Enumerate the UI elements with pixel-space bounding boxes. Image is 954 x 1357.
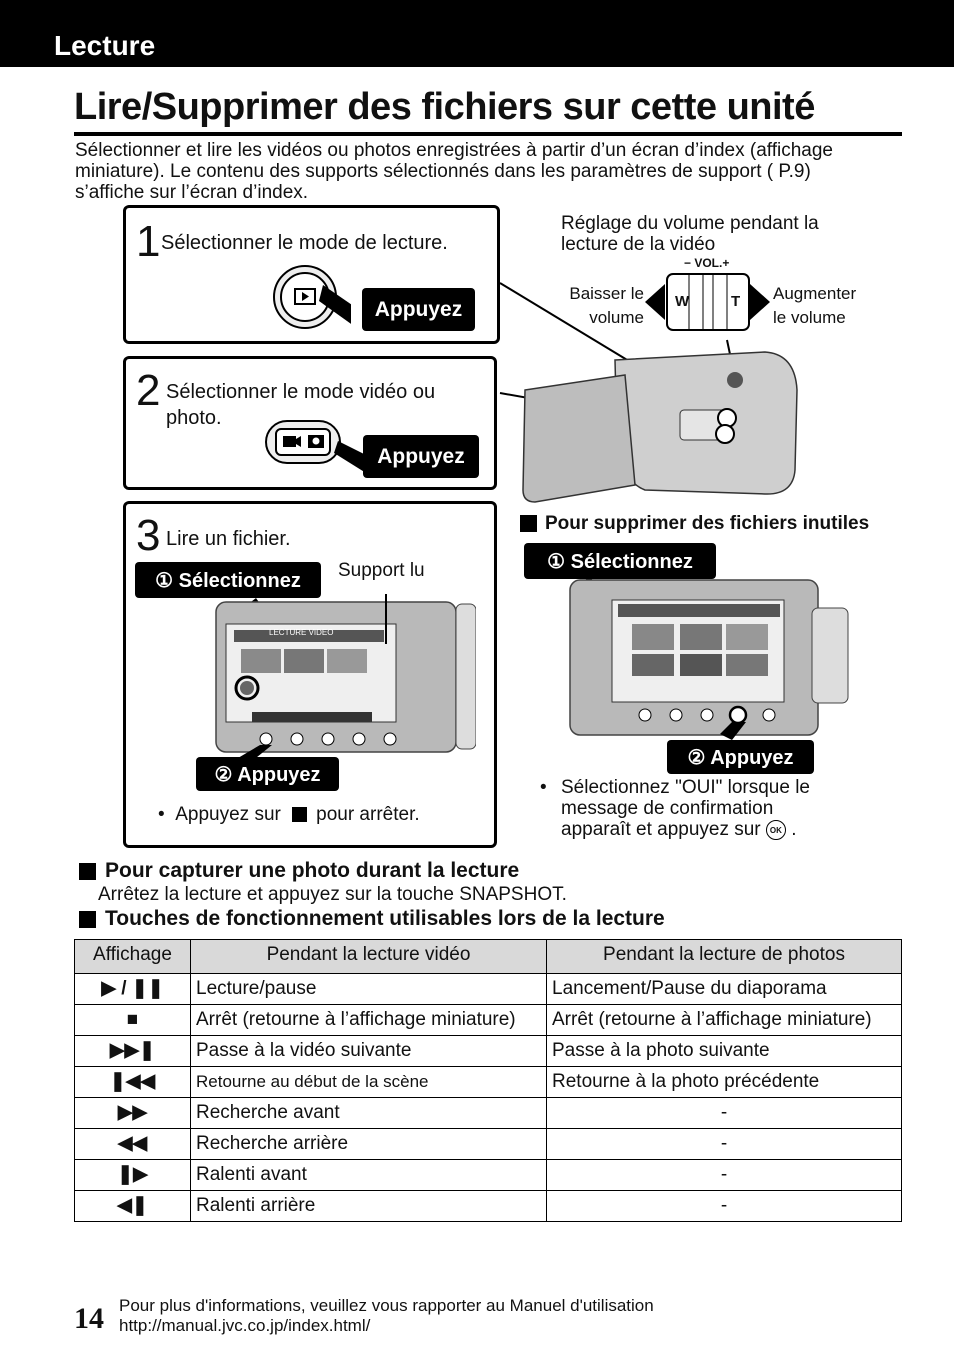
footer-line-1: Pour plus d'informations, veuillez vous … (119, 1296, 654, 1315)
skip-previous-icon: ❚◀◀ (74, 1066, 191, 1098)
volume-caption: Réglage du volume pendant la lecture de … (561, 213, 819, 255)
step-2-press-label: Appuyez (363, 435, 479, 478)
title-divider (74, 132, 902, 136)
stop-note-post: pour arrêter. (316, 804, 420, 825)
stop-icon: ■ (74, 1004, 191, 1036)
table-header-row: Affichage Pendant la lecture vidéo Penda… (74, 939, 902, 974)
screen-title-text: LECTURE VIDEO (269, 628, 334, 637)
playback-button-icon (273, 265, 351, 329)
page-title: Lire/Supprimer des fichiers sur cette un… (74, 86, 815, 128)
slow-reverse-icon: ◀❚ (74, 1190, 191, 1222)
lcd-screen-illustration (215, 594, 476, 766)
delete-note-text: Sélectionnez "OUI" lorsque le message de… (561, 777, 811, 840)
table-row: ▶ / ❚❚ Lecture/pause Lancement/Pause du … (74, 973, 902, 1005)
ops-heading: Touches de fonctionnement utilisables lo… (79, 907, 665, 931)
capture-heading: Pour capturer une photo durant la lectur… (79, 859, 519, 883)
table-cell-video: Ralenti avant (190, 1159, 547, 1191)
table-cell-video: Recherche avant (190, 1097, 547, 1129)
step-1-press-label: Appuyez (362, 288, 475, 331)
table-cell-video: Passe à la vidéo suivante (190, 1035, 547, 1067)
table-row: ■ Arrêt (retourne à l’affichage miniatur… (74, 1004, 902, 1036)
capture-heading-text: Pour capturer une photo durant la lectur… (105, 859, 520, 882)
bullet-square-icon (79, 910, 96, 928)
section-title: Lecture (54, 30, 156, 61)
table-row: ◀❚ Ralenti arrière - (74, 1190, 902, 1222)
delete-note-end: . (791, 819, 797, 840)
footer-url-link[interactable]: http://manual.jvc.co.jp/index.html/ (119, 1316, 371, 1335)
step-3-number: 3 (136, 511, 161, 560)
table-cell-photo: - (546, 1190, 902, 1222)
table-cell-video: Ralenti arrière (190, 1190, 547, 1222)
header-bar (0, 0, 954, 67)
video-photo-toggle-icon (265, 420, 374, 473)
column-header-photo: Pendant la lecture de photos (546, 939, 902, 974)
table-row: ◀◀ Recherche arrière - (74, 1128, 902, 1160)
step-2-text: Sélectionner le mode vidéo ou photo. (166, 381, 436, 429)
footer-text: Pour plus d'informations, veuillez vous … (119, 1296, 654, 1336)
table-cell-photo: Lancement/Pause du diaporama (546, 973, 902, 1005)
table-cell-photo: - (546, 1159, 902, 1191)
step-3-press-label: ② Appuyez (196, 757, 339, 791)
support-label: Support lu (338, 560, 425, 581)
skip-next-icon: ▶▶❚ (74, 1035, 191, 1067)
step-3-select-label: ① Sélectionnez (135, 562, 321, 598)
table-cell-photo: - (546, 1128, 902, 1160)
slow-forward-icon: ❚▶ (74, 1159, 191, 1191)
delete-heading-text: Pour supprimer des fichiers inutiles (545, 513, 870, 534)
ok-button-icon: OK (765, 819, 786, 840)
zoom-w-label: W (675, 293, 690, 310)
step-1-number: 1 (136, 217, 161, 266)
table-cell-video: Arrêt (retourne à l’affichage miniature) (190, 1004, 547, 1036)
delete-note: • Sélectionnez "OUI" lorsque le message … (540, 777, 811, 840)
column-header-video: Pendant la lecture vidéo (190, 939, 547, 974)
ops-heading-text: Touches de fonctionnement utilisables lo… (105, 907, 665, 930)
table-row: ▶▶ Recherche avant - (74, 1097, 902, 1129)
table-cell-video: Recherche arrière (190, 1128, 547, 1160)
column-header-display: Affichage (74, 939, 191, 974)
table-cell-video: Lecture/pause (190, 973, 547, 1005)
zoom-lever-icon (645, 273, 770, 331)
lcd-screen-delete-illustration (569, 576, 849, 740)
page-number: 14 (74, 1302, 104, 1335)
volume-lower-label: Baisser le volume (569, 284, 644, 327)
vol-label: − VOL.+ (684, 256, 730, 270)
camcorder-illustration (499, 282, 798, 503)
fast-forward-icon: ▶▶ (74, 1097, 191, 1129)
operation-keys-table: Affichage Pendant la lecture vidéo Penda… (74, 939, 902, 1222)
zoom-t-label: T (731, 293, 741, 310)
step-3-box: 3 Lire un fichier. ① Sélectionnez Suppor… (123, 501, 497, 848)
stop-square-icon (292, 807, 308, 823)
step-2-number: 2 (136, 366, 161, 415)
rewind-icon: ◀◀ (74, 1128, 191, 1160)
table-row: ▶▶❚ Passe à la vidéo suivante Passe à la… (74, 1035, 902, 1067)
stop-note-pre: Appuyez sur (175, 804, 281, 825)
ok-icon-label: OK (769, 825, 782, 835)
capture-text: Arrêtez la lecture et appuyez sur la tou… (98, 884, 567, 905)
delete-heading: Pour supprimer des fichiers inutiles (520, 513, 869, 535)
step-2-box: 2 Sélectionner le mode vidéo ou photo. A… (123, 356, 497, 490)
table-cell-photo: Retourne à la photo précédente (546, 1066, 902, 1098)
bullet-square-icon (79, 862, 96, 880)
delete-press-label: ② Appuyez (667, 740, 814, 774)
table-row: ❚◀◀ Retourne au début de la scène Retour… (74, 1066, 902, 1098)
table-row: ❚▶ Ralenti avant - (74, 1159, 902, 1191)
step-3-text: Lire un fichier. (166, 528, 291, 550)
step-1-box: 1 Sélectionner le mode de lecture. Appuy… (123, 205, 500, 344)
table-cell-video: Retourne au début de la scène (190, 1066, 547, 1098)
play-pause-icon: ▶ / ❚❚ (74, 973, 191, 1005)
table-cell-photo: Arrêt (retourne à l’affichage miniature) (546, 1004, 902, 1036)
delete-select-label: ① Sélectionnez (524, 543, 716, 579)
step-3-stop-note: • Appuyez sur pour arrêter. (158, 804, 420, 825)
volume-raise-label: Augmenter le volume (773, 284, 857, 327)
table-cell-photo: - (546, 1097, 902, 1129)
step-1-text: Sélectionner le mode de lecture. (161, 232, 448, 254)
intro-paragraph: Sélectionner et lire les vidéos ou photo… (75, 140, 833, 203)
table-cell-photo: Passe à la photo suivante (546, 1035, 902, 1067)
bullet-square-icon (520, 515, 537, 533)
